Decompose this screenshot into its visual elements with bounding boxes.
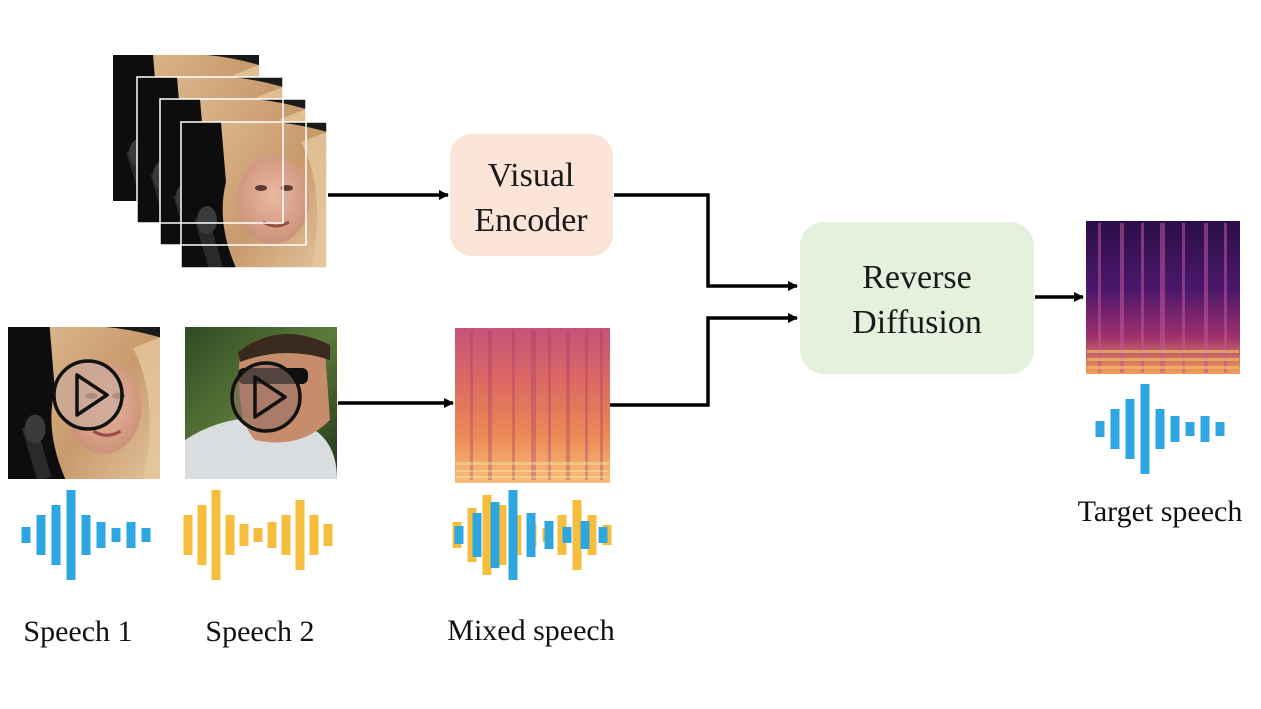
- visual-encoder-label-1: Visual: [488, 157, 575, 194]
- flow-arrows: [328, 190, 1084, 408]
- reverse-diffusion-label-1: Reverse: [862, 259, 972, 296]
- waveform-icons: [21, 384, 1225, 580]
- reverse-diffusion-label-2: Diffusion: [852, 304, 982, 341]
- visual-encoder-label-2: Encoder: [474, 202, 588, 239]
- mixed-spectrogram: [455, 328, 610, 483]
- reverse-diffusion-block: Reverse Diffusion: [800, 222, 1034, 374]
- arrow-mixed-to-diffusion: [610, 313, 798, 407]
- waveform-icon: [454, 490, 608, 580]
- speech-2-thumbnail: [185, 327, 337, 479]
- waveform-icon: [183, 490, 333, 580]
- visual-encoder-box: [450, 134, 613, 256]
- target-speech-caption: Target speech: [1078, 495, 1243, 528]
- mixed-speech-caption: Mixed speech: [447, 614, 614, 647]
- speech-1-thumbnail: [8, 326, 160, 479]
- speech-2-caption: Speech 2: [205, 615, 314, 648]
- play-icon[interactable]: [230, 361, 302, 433]
- spectrogram-image: [1086, 221, 1240, 374]
- video-frame-4: [181, 121, 327, 268]
- arrow-encoder-to-diffusion: [614, 193, 798, 291]
- visual-encoder-block: Visual Encoder: [450, 134, 613, 256]
- waveform-icon: [21, 490, 151, 580]
- reverse-diffusion-box: [800, 222, 1034, 374]
- play-icon[interactable]: [52, 359, 124, 431]
- face-video-frames: [113, 54, 328, 269]
- speech-1-caption: Speech 1: [23, 615, 132, 648]
- waveform-icon: [1095, 384, 1225, 474]
- spectrogram-image: [455, 328, 610, 483]
